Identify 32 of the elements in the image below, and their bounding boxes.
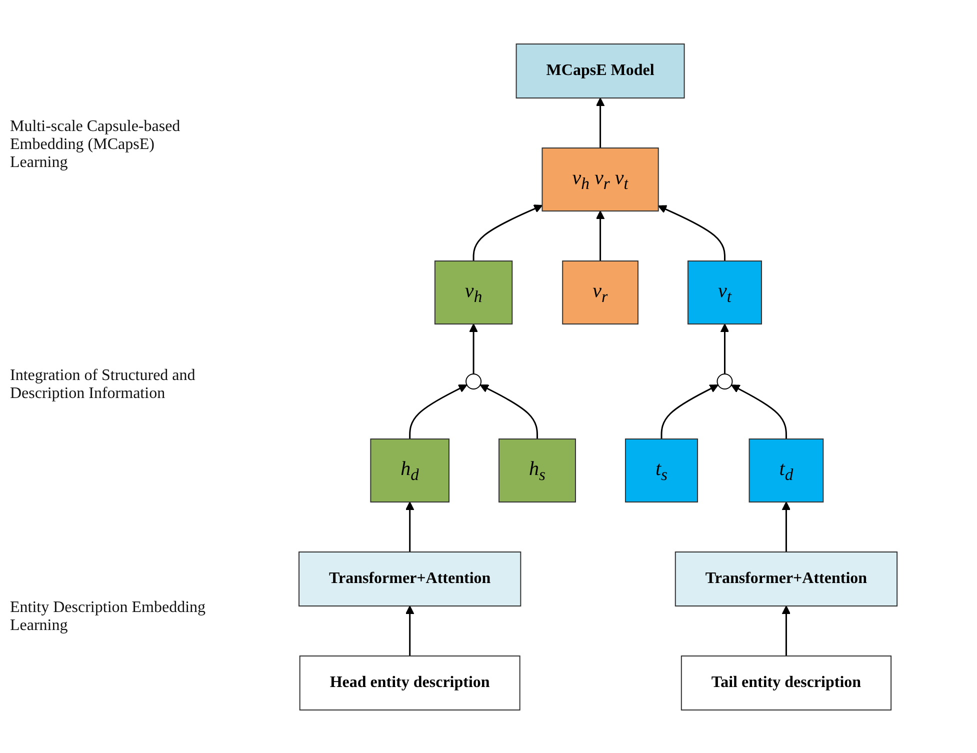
arrow xyxy=(480,384,538,438)
arrow xyxy=(661,384,719,438)
arrow xyxy=(406,605,415,656)
node-box: v$_{h}$ v$_{r}$ v$_{t}$ xyxy=(542,147,660,211)
node-box: v$_{t}$ xyxy=(688,260,762,324)
node-box: t$_{d}$ xyxy=(749,438,824,502)
arrow xyxy=(782,501,792,552)
node-box: t$_{s}$ xyxy=(625,438,698,502)
arrow xyxy=(470,323,478,374)
node-box: v$_{r}$ xyxy=(562,260,639,324)
stage-label: Integration of Structured and Description Information xyxy=(10,367,196,404)
arrow xyxy=(410,384,468,438)
node-box: h$_{d}$ xyxy=(370,438,450,502)
arrow xyxy=(782,605,792,656)
arrow xyxy=(731,384,788,438)
arrow xyxy=(596,97,606,148)
node-box: Head entity description xyxy=(300,654,521,710)
node-box: Transformer+Attention xyxy=(675,551,898,606)
arrow xyxy=(473,204,544,260)
arrow xyxy=(596,210,606,260)
stage-label: Multi-scale Capsule-based Embedding (MCapsE) Learning xyxy=(10,118,182,172)
node-box: h$_{s}$ xyxy=(498,438,576,502)
node-box: Tail entity description xyxy=(681,654,892,710)
node-box: v$_{h}$ xyxy=(434,260,514,324)
node-circle xyxy=(466,373,482,389)
arrow xyxy=(720,323,730,374)
stage-label: Entity Description Embedding Learning xyxy=(10,599,207,636)
node-box: MCapsE Model xyxy=(516,43,686,98)
arrow xyxy=(658,204,726,260)
node-box: Transformer+Attention xyxy=(298,551,522,606)
node-circle xyxy=(717,373,734,389)
arrow xyxy=(406,501,415,552)
